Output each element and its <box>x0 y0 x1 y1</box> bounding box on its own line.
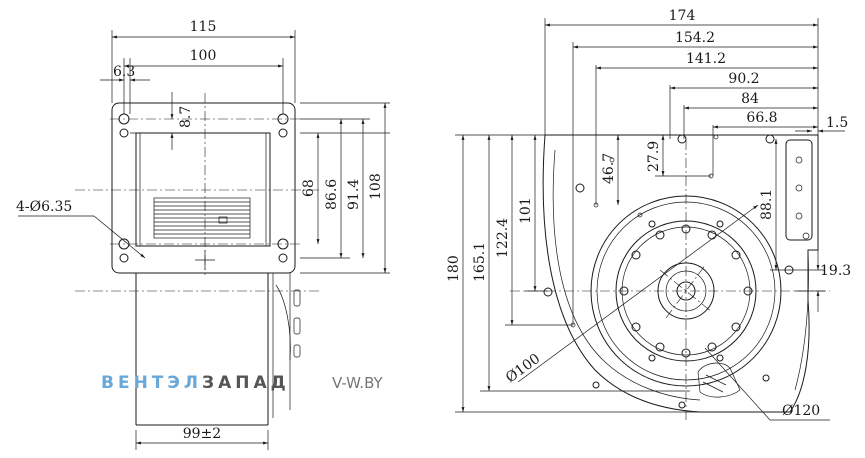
dim-h-122-4: 122.4 <box>495 218 511 258</box>
dim-dia-100: Ø100 <box>503 351 543 386</box>
dim-height-68: 68 <box>301 179 317 197</box>
dim-depth: 99±2 <box>183 426 221 442</box>
dim-width-100: 100 <box>190 48 217 64</box>
dim-w-174: 174 <box>669 8 696 24</box>
dim-h-27-9: 27.9 <box>646 141 662 172</box>
dim-w-1-5: 1.5 <box>826 115 848 131</box>
dim-w-90-2: 90.2 <box>728 71 759 87</box>
svg-text:ВЕНТЭЛЗАПАД: ВЕНТЭЛЗАПАД <box>101 373 290 393</box>
side-view: 174 154.2 141.2 90.2 84 66.8 1.5 27.9 46… <box>446 8 851 421</box>
dim-height-108: 108 <box>368 173 384 200</box>
hub-bolts <box>619 220 753 362</box>
dim-h-46-7: 46.7 <box>601 153 617 184</box>
dim-h-165-1: 165.1 <box>472 242 488 282</box>
lower-housing <box>135 273 301 426</box>
website-label: V-W.BY <box>332 374 384 392</box>
dim-h-101: 101 <box>518 197 534 224</box>
dim-offset-6-3: 6.3 <box>113 64 135 80</box>
dim-h-19-3: 19.3 <box>820 263 851 279</box>
dim-h-88-1: 88.1 <box>759 189 775 220</box>
dim-height-91-4: 91.4 <box>346 179 362 210</box>
dim-h-180: 180 <box>446 255 462 282</box>
dim-w-84: 84 <box>741 91 759 107</box>
brand-name-part2: ЗАПАД <box>202 373 290 393</box>
outlet-flange <box>785 139 813 241</box>
front-view: 115 100 6.3 8.7 68 86.6 91.4 108 4-Ø6.35… <box>16 19 390 450</box>
dim-offset-8-7: 8.7 <box>178 106 194 128</box>
mounting-flange <box>111 102 296 274</box>
scroll-housing <box>542 134 819 413</box>
impeller-blades <box>153 197 251 239</box>
dim-height-86-6: 86.6 <box>324 179 340 210</box>
brand-name-part1: ВЕНТЭЛ <box>101 373 202 393</box>
dim-holes: 4-Ø6.35 <box>16 199 72 215</box>
mounting-holes <box>118 113 289 263</box>
dim-w-154-2: 154.2 <box>675 30 715 46</box>
outlet-opening <box>135 132 271 247</box>
watermark: ВЕНТЭЛЗАПАД V-W.BY <box>101 373 384 393</box>
dim-w-66-8: 66.8 <box>746 110 777 126</box>
dim-width-115: 115 <box>190 19 217 35</box>
dim-w-141-2: 141.2 <box>686 51 726 67</box>
dim-dia-120: Ø120 <box>782 403 820 419</box>
